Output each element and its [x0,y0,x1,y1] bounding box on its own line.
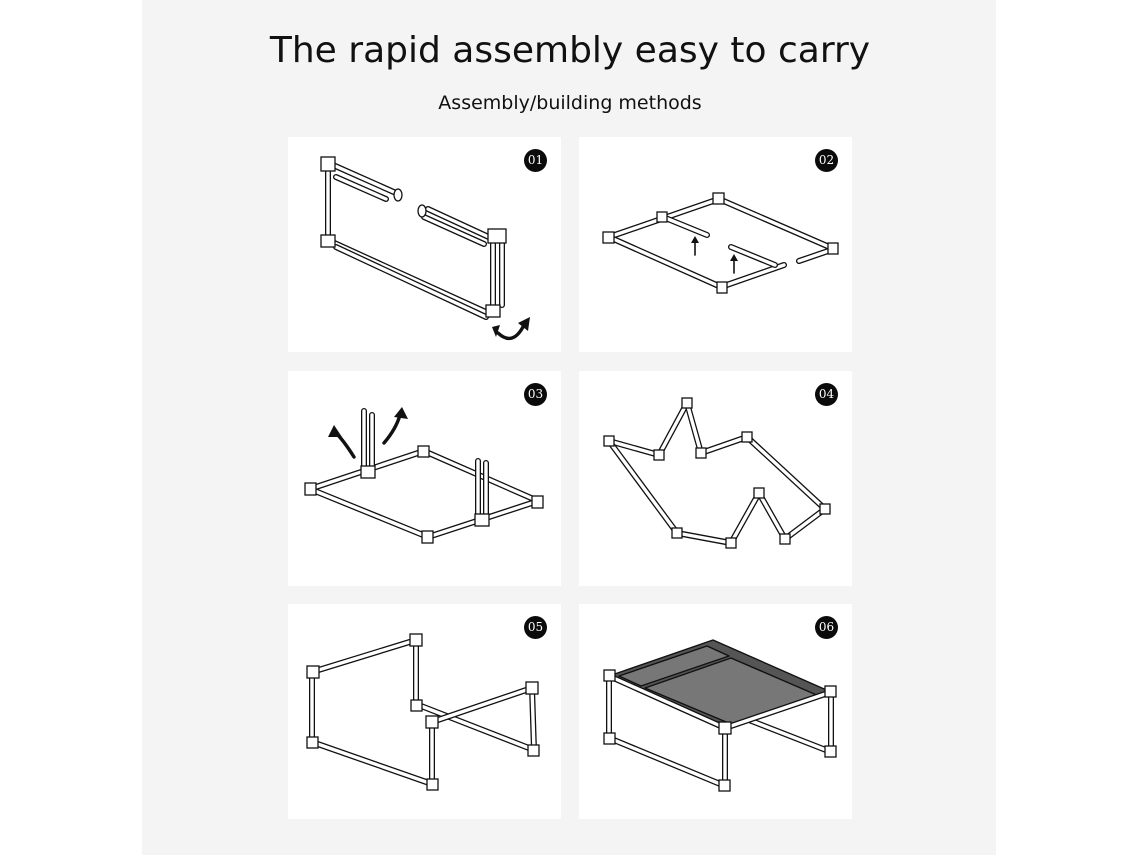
step-02-illustration [602,192,839,294]
step-number-badge: 06 [815,616,838,639]
step-card-04: 04 [579,371,852,586]
curved-arrow-icon [496,323,526,341]
step-card-02: 02 [579,137,852,352]
step-01-illustration [320,156,530,341]
step-number-badge: 02 [815,149,838,172]
step-04-illustration [603,397,831,549]
step-number-badge: 05 [524,616,547,639]
step-card-01: 01 [288,137,561,352]
step-number-badge: 03 [524,383,547,406]
page-title: The rapid assembly easy to carry [269,30,871,71]
step-05-illustration [306,633,540,791]
curved-arrow-icon [382,413,402,445]
step-card-05: 05 [288,604,561,819]
page-subtitle: Assembly/building methods [438,92,702,114]
step-06-illustration [603,639,837,792]
step-number-badge: 01 [524,149,547,172]
step-03-illustration [304,407,544,544]
page-panel [142,0,996,855]
step-number-badge: 04 [815,383,838,406]
step-card-03: 03 [288,371,561,586]
step-card-06: 06 [579,604,852,819]
